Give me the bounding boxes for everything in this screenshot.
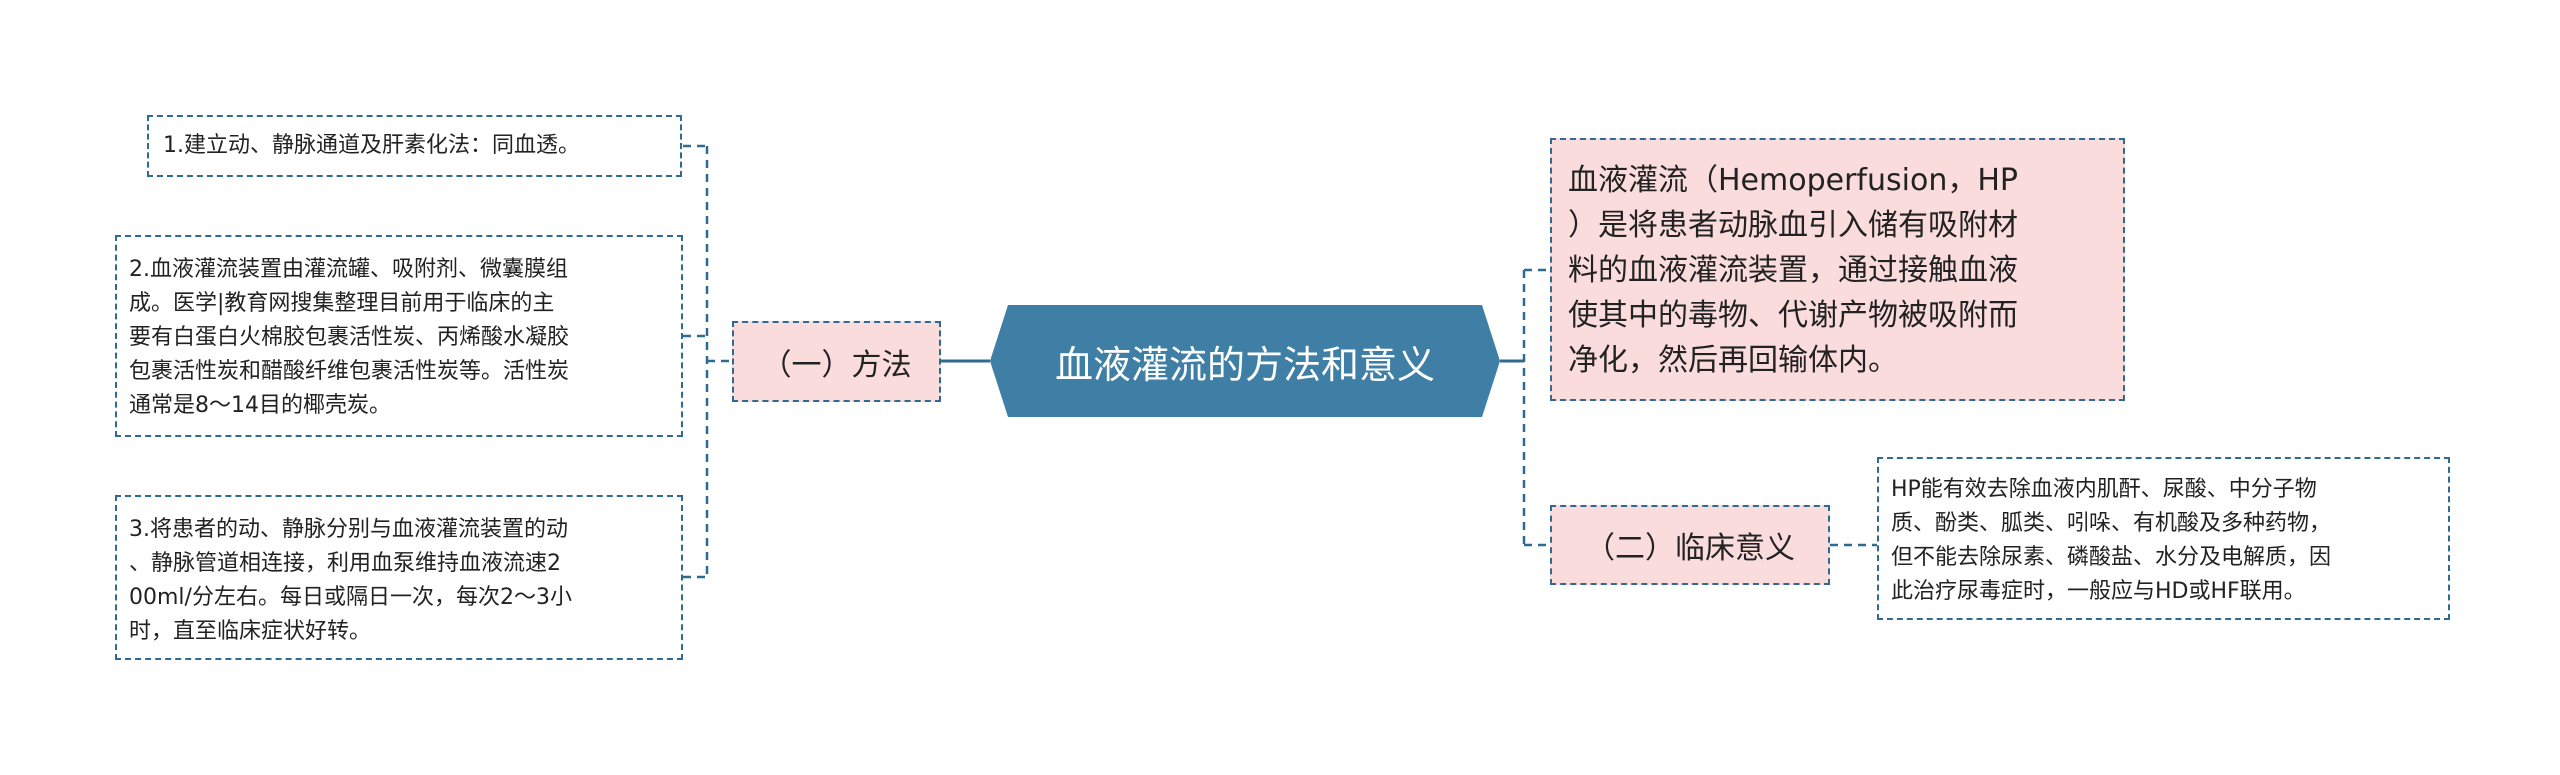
clinical-detail[interactable]: HP能有效去除血液内肌酐、尿酸、中分子物 质、酚类、胍类、吲哚、有机酸及多种药物…: [1877, 457, 2450, 620]
method-step-1[interactable]: 1.建立动、静脉通道及肝素化法：同血透。: [147, 115, 682, 177]
branch-method-label: （一）方法: [761, 347, 912, 383]
method-step-1-text: 1.建立动、静脉通道及肝素化法：同血透。: [163, 133, 580, 158]
central-topic-label: 血液灌流的方法和意义: [1054, 342, 1435, 387]
definition-node[interactable]: 血液灌流（Hemoperfusion，HP ）是将患者动脉血引入储有吸附材 料的…: [1550, 138, 2125, 401]
central-hexagon-shape: [990, 305, 1500, 417]
definition-text: 血液灌流（Hemoperfusion，HP ）是将患者动脉血引入储有吸附材 料的…: [1568, 163, 2018, 378]
clinical-detail-text: HP能有效去除血液内肌酐、尿酸、中分子物 质、酚类、胍类、吲哚、有机酸及多种药物…: [1891, 477, 2332, 604]
branch-method[interactable]: （一）方法: [732, 321, 941, 402]
method-step-2-text: 2.血液灌流装置由灌流罐、吸附剂、微囊膜组 成。医学|教育网搜集整理目前用于临床…: [129, 257, 570, 418]
method-step-3[interactable]: 3.将患者的动、静脉分别与血液灌流装置的动 、静脉管道相连接，利用血泵维持血液流…: [115, 495, 683, 660]
method-step-2[interactable]: 2.血液灌流装置由灌流罐、吸附剂、微囊膜组 成。医学|教育网搜集整理目前用于临床…: [115, 235, 683, 437]
branch-clinical-significance[interactable]: （二）临床意义: [1550, 505, 1830, 585]
central-topic[interactable]: 血液灌流的方法和意义: [990, 305, 1500, 417]
branch-clinical-label: （二）临床意义: [1585, 531, 1795, 566]
method-step-3-text: 3.将患者的动、静脉分别与血液灌流装置的动 、静脉管道相连接，利用血泵维持血液流…: [129, 517, 572, 644]
